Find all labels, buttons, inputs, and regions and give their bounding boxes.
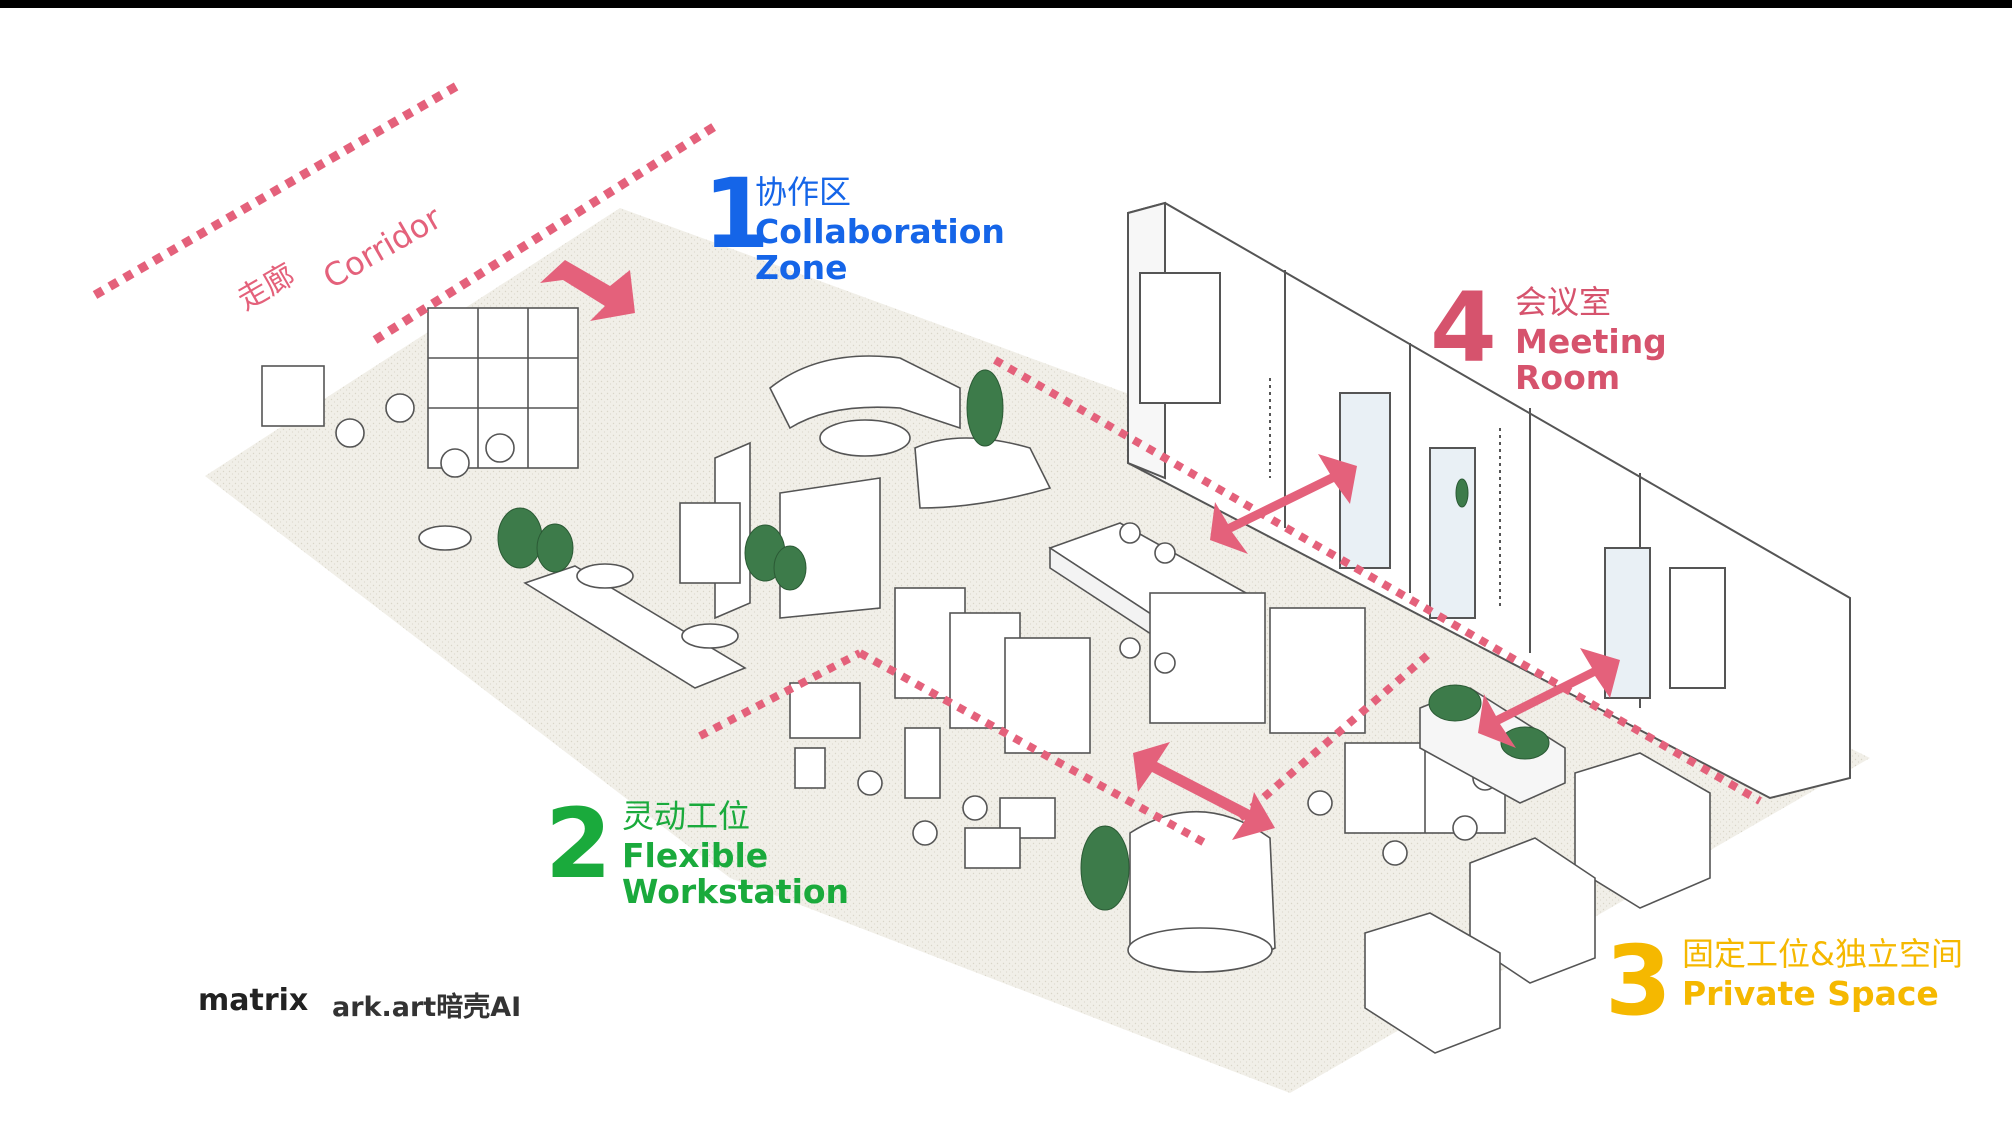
double-arrow-center <box>1133 742 1275 840</box>
floor-plan-canvas: 走廊 Corridor 1 协作区 Collaboration Zone 4 会… <box>0 8 2012 1130</box>
zone-1-en-line2: Zone <box>755 248 848 287</box>
zone-1-en-line1: Collaboration <box>755 212 1005 251</box>
zone-boundaries <box>698 356 1762 847</box>
zone-2-zh: 灵动工位 <box>622 797 751 835</box>
collaboration-furniture <box>261 307 1366 754</box>
zone-4-en-line1: Meeting <box>1515 322 1667 361</box>
zone-1-zh: 协作区 <box>755 173 852 211</box>
double-arrow-meeting-right <box>1478 648 1620 748</box>
zone-2-number: 2 <box>545 788 612 900</box>
zone-3-en-line1: Private Space <box>1682 974 1939 1013</box>
private-furniture <box>1307 687 1711 1054</box>
arkart-logo: ark.art暗壳AI <box>332 992 522 1023</box>
flow-arrows <box>540 260 1620 840</box>
zone-4-en-line2: Room <box>1515 358 1621 397</box>
zone-3-label: 固定工位&独立空间 Private Space <box>1682 938 1963 1012</box>
zone-4-zh: 会议室 <box>1515 283 1612 321</box>
zone-4-label: 会议室 Meeting Room <box>1515 286 1667 396</box>
zone-2-label: 灵动工位 Flexible Workstation <box>622 800 849 910</box>
meeting-room-walls <box>1127 201 1851 800</box>
plants <box>497 369 1550 911</box>
isometric-office-illustration <box>92 79 1870 1093</box>
zone-2-en-line2: Workstation <box>622 872 850 911</box>
matrix-logo: matrix <box>198 983 309 1018</box>
zone-3-number: 3 <box>1605 925 1672 1037</box>
double-arrow-meeting-left <box>1210 454 1357 554</box>
zone-4-number: 4 <box>1430 272 1497 384</box>
flexible-furniture <box>789 682 1276 973</box>
corridor-lines <box>92 79 723 344</box>
zone-1-label: 协作区 Collaboration Zone <box>755 176 1005 286</box>
entrance-arrow <box>540 260 635 321</box>
zone-1-number: 1 <box>703 158 770 270</box>
zone-3-zh: 固定工位&独立空间 <box>1682 935 1963 973</box>
zone-2-en-line1: Flexible <box>622 836 769 875</box>
